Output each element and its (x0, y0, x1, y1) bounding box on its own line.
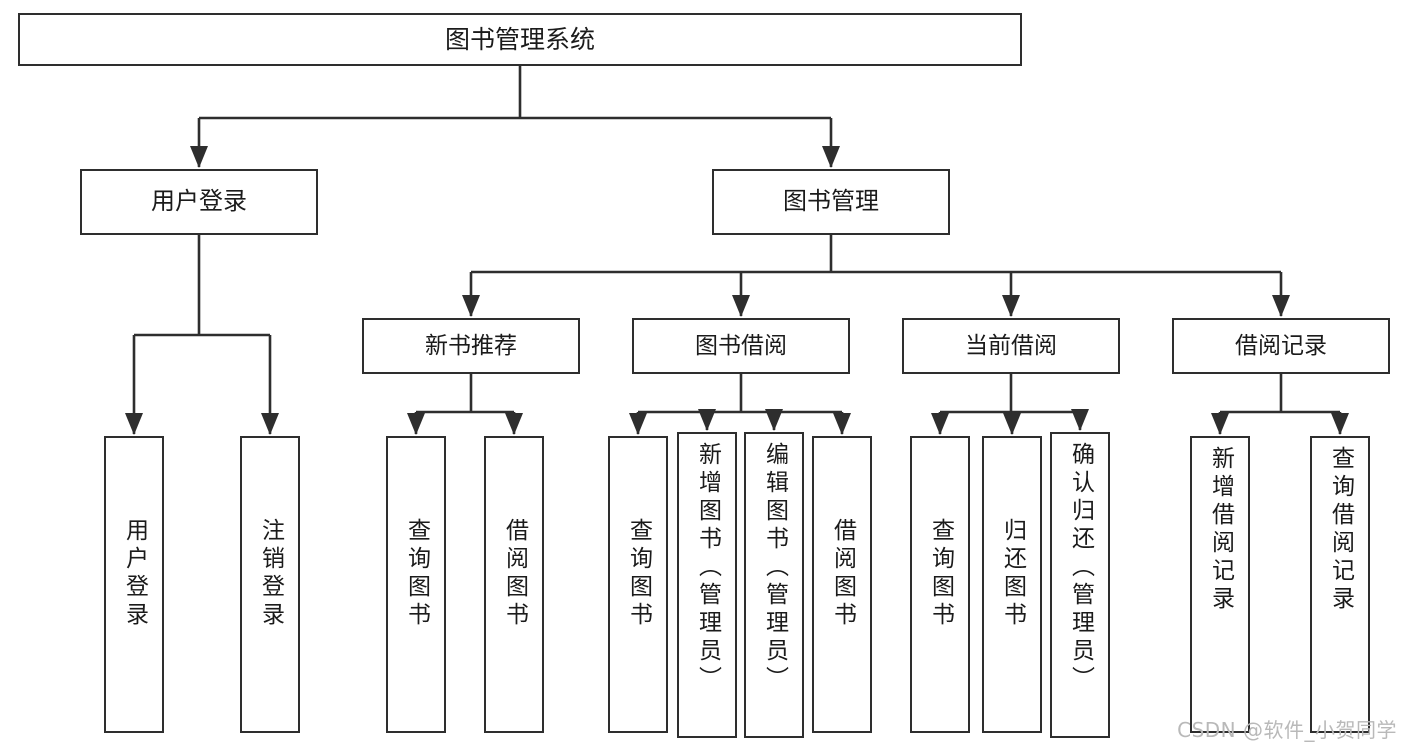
node-label: 查询图书 (625, 518, 652, 630)
node-label: 归还图书 (999, 518, 1026, 630)
node-label: 借阅图书 (829, 518, 856, 630)
arrowhead-leaf-3-2 (1071, 409, 1089, 431)
leaf-node-11[interactable]: 新增借阅记录 (1190, 436, 1250, 733)
node-label: 当前借阅 (965, 332, 1057, 359)
node-label: 新增借阅记录 (1207, 446, 1234, 614)
node-label: 图书借阅 (695, 332, 787, 359)
arrowhead-level3-2 (1002, 295, 1020, 317)
arrowhead-leaf-3-0 (931, 413, 949, 435)
leaf-node-1[interactable]: 注销登录 (240, 436, 300, 733)
leaf-node-0[interactable]: 用户登录 (104, 436, 164, 733)
node-label: 确认归还（管理员） (1067, 442, 1094, 694)
node-label: 新书推荐 (425, 332, 517, 359)
arrowhead-leaf-2-2 (765, 409, 783, 431)
arrowhead-leaf-0-0 (125, 413, 143, 435)
leaf-node-9[interactable]: 归还图书 (982, 436, 1042, 733)
leaf-node-2[interactable]: 查询图书 (386, 436, 446, 733)
level3-node-0[interactable]: 新书推荐 (362, 318, 580, 374)
arrowhead-level2-0 (190, 146, 208, 168)
leaf-node-4[interactable]: 查询图书 (608, 436, 668, 733)
arrowhead-leaf-2-0 (629, 413, 647, 435)
arrowhead-leaf-2-1 (698, 409, 716, 431)
node-label: 注销登录 (257, 518, 284, 630)
node-label: 查询借阅记录 (1327, 446, 1354, 614)
leaf-node-3[interactable]: 借阅图书 (484, 436, 544, 733)
node-label: 借阅图书 (501, 518, 528, 630)
level3-node-1[interactable]: 图书借阅 (632, 318, 850, 374)
arrowhead-level3-1 (732, 295, 750, 317)
node-label: 图书管理系统 (444, 25, 595, 54)
arrowhead-leaf-0-1 (261, 413, 279, 435)
arrowhead-leaf-4-1 (1331, 413, 1349, 435)
node-label: 借阅记录 (1235, 332, 1327, 359)
level3-node-2[interactable]: 当前借阅 (902, 318, 1120, 374)
root-node[interactable]: 图书管理系统 (18, 13, 1022, 66)
arrowhead-leaf-1-1 (505, 413, 523, 435)
node-label: 图书管理 (783, 187, 879, 216)
arrowhead-leaf-1-0 (407, 413, 425, 435)
node-label: 用户登录 (121, 518, 148, 630)
node-label: 查询图书 (927, 518, 954, 630)
level2-node-0[interactable]: 用户登录 (80, 169, 318, 235)
arrowhead-level3-0 (462, 295, 480, 317)
leaf-node-12[interactable]: 查询借阅记录 (1310, 436, 1370, 733)
node-label: 编辑图书（管理员） (761, 442, 788, 694)
level3-node-3[interactable]: 借阅记录 (1172, 318, 1390, 374)
node-label: 用户登录 (151, 187, 247, 216)
arrowhead-leaf-2-3 (833, 413, 851, 435)
node-label: 新增图书（管理员） (694, 442, 721, 694)
leaf-node-6[interactable]: 编辑图书（管理员） (744, 432, 804, 738)
level2-node-1[interactable]: 图书管理 (712, 169, 950, 235)
arrowhead-level3-3 (1272, 295, 1290, 317)
leaf-node-5[interactable]: 新增图书（管理员） (677, 432, 737, 738)
node-label: 查询图书 (403, 518, 430, 630)
arrowhead-leaf-3-1 (1003, 413, 1021, 435)
arrowhead-level2-1 (822, 146, 840, 168)
leaf-node-10[interactable]: 确认归还（管理员） (1050, 432, 1110, 738)
leaf-node-7[interactable]: 借阅图书 (812, 436, 872, 733)
arrowhead-leaf-4-0 (1211, 413, 1229, 435)
leaf-node-8[interactable]: 查询图书 (910, 436, 970, 733)
